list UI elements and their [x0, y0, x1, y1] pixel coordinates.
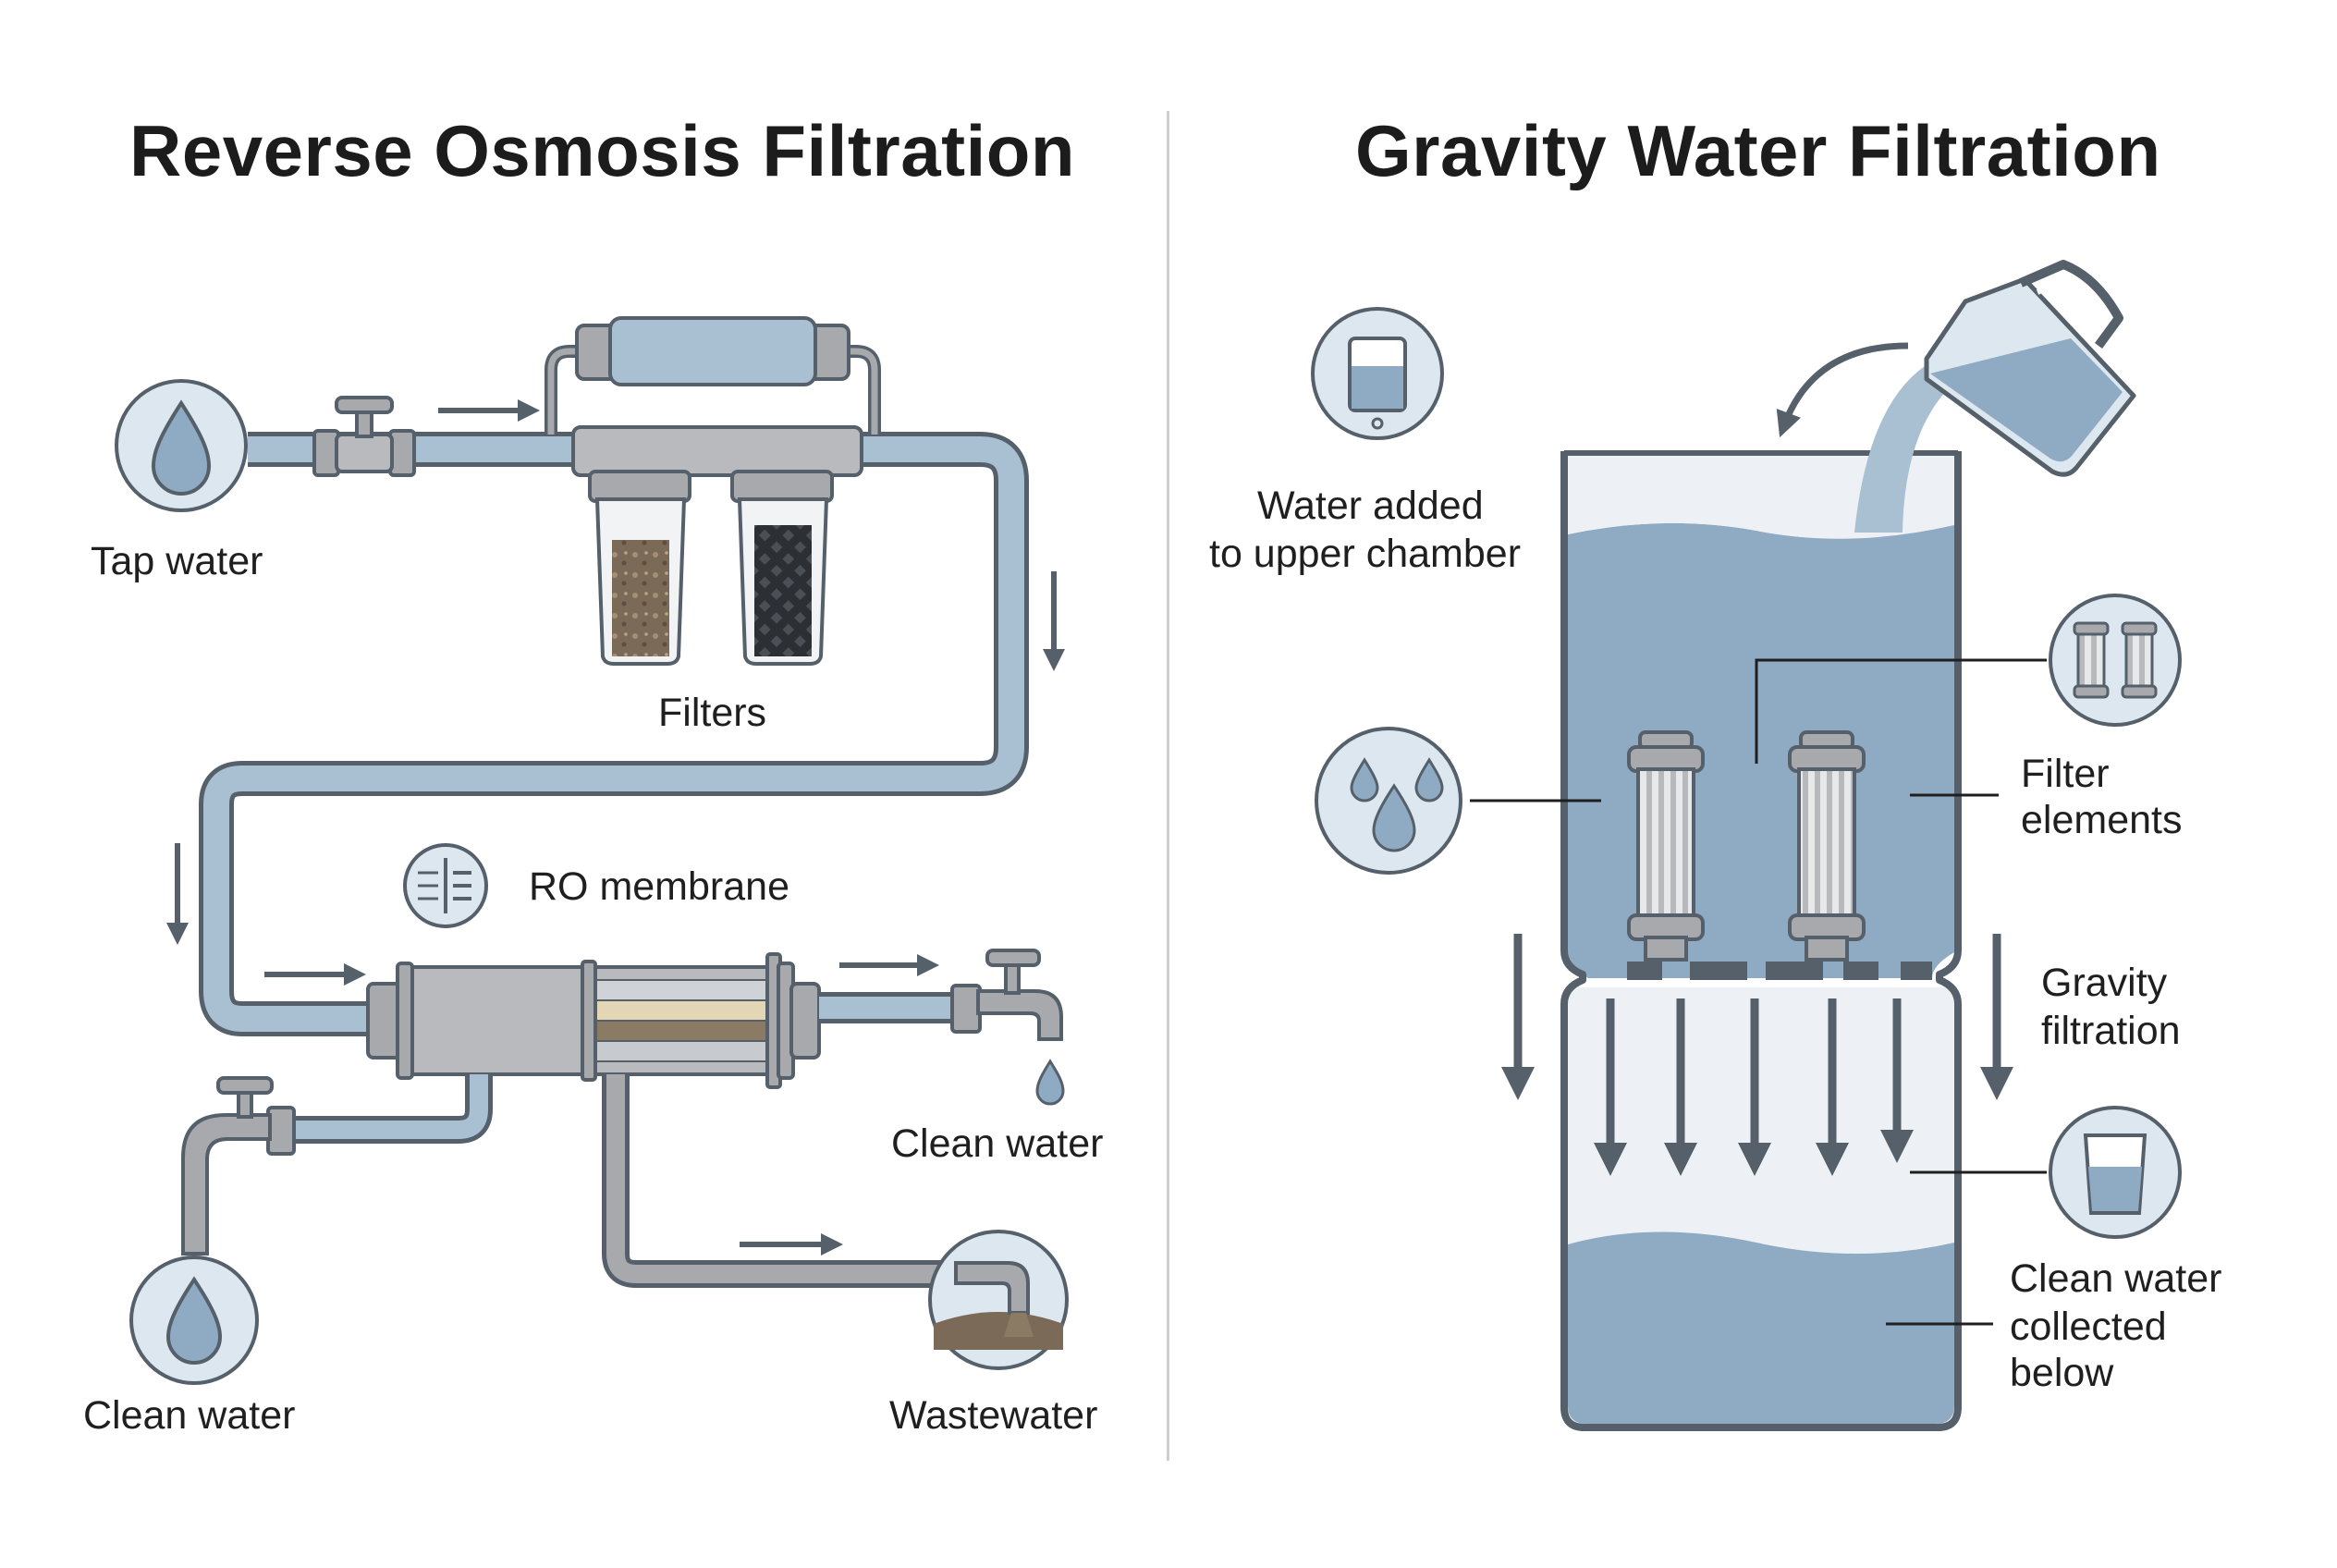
gravity-arrows — [1501, 934, 2013, 1176]
pour-arrow — [1776, 342, 1909, 438]
gravity-container — [1560, 451, 1962, 1431]
filter-element-right — [1788, 730, 1866, 962]
pitcher-icon — [1924, 260, 2136, 477]
inlet-valve-icon — [312, 396, 416, 477]
filter-element-left — [1627, 730, 1705, 962]
panel-divider — [1167, 111, 1169, 1461]
label-clean-collected-1: Clean water — [2010, 1256, 2222, 1301]
ro-membrane-icon — [403, 843, 488, 928]
label-clean-collected-2: collected — [2010, 1305, 2167, 1349]
gravity-panel — [1311, 260, 2182, 1431]
label-filter-elements-1: Filter — [2021, 752, 2110, 796]
ro-membrane-housing — [366, 952, 821, 1089]
filter-elements-icon — [2049, 594, 2182, 727]
label-clean-water-in: Clean water — [83, 1393, 296, 1438]
ro-panel — [115, 316, 1069, 1385]
label-water-added-1: Water added — [1257, 484, 1484, 528]
wastewater-drain-icon — [928, 1230, 1069, 1370]
upper-membrane-housing — [544, 316, 881, 435]
label-clean-water-out: Clean water — [891, 1121, 1104, 1166]
label-filter-elements-2: elements — [2021, 798, 2183, 842]
water-tank-icon — [1311, 307, 1444, 440]
label-tap-water: Tap water — [91, 539, 263, 583]
filter-plate — [1627, 962, 1932, 980]
label-gravity-filtration-2: filtration — [2041, 1009, 2181, 1053]
water-drops-icon — [1315, 727, 1462, 875]
pouring-water — [1854, 366, 1949, 533]
pre-filter-assembly — [571, 425, 863, 666]
glass-icon — [2049, 1106, 2182, 1239]
label-clean-collected-3: below — [2010, 1351, 2114, 1395]
gravity-title: Gravity Water Filtration — [1355, 110, 2161, 191]
clean-water-faucet-icon — [950, 949, 1065, 1106]
clean-water-drop-icon — [129, 1256, 259, 1385]
upper-chamber-water — [1568, 522, 1954, 978]
label-filters: Filters — [658, 691, 767, 735]
label-ro-membrane: RO membrane — [529, 864, 789, 909]
ro-title: Reverse Osmosis Filtration — [129, 110, 1076, 191]
label-water-added-2: to upper chamber — [1209, 532, 1522, 576]
lower-chamber-water — [1568, 1231, 1954, 1424]
clean-water-tap-icon — [181, 1076, 296, 1256]
tap-water-drop-icon — [115, 379, 248, 512]
label-gravity-filtration-1: Gravity — [2041, 961, 2168, 1005]
label-wastewater: Wastewater — [889, 1393, 1098, 1438]
